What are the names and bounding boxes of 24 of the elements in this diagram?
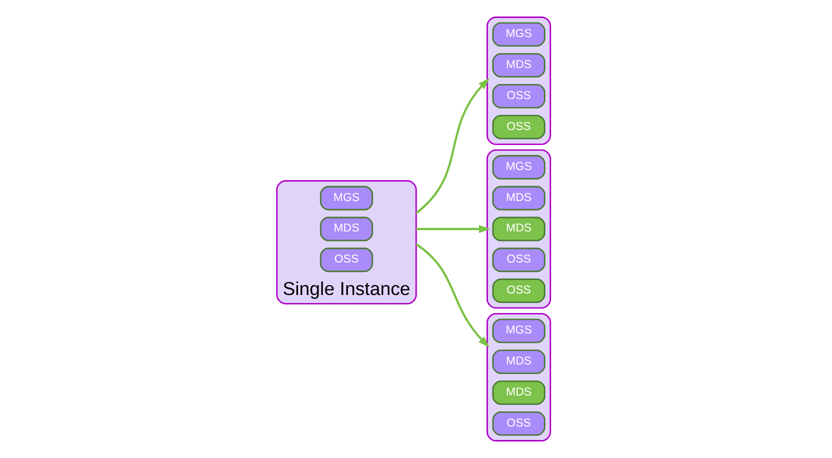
node-box: MGS (319, 186, 373, 210)
cluster (486, 149, 551, 309)
arrow (415, 243, 490, 348)
arrow (414, 78, 489, 214)
cluster (276, 180, 416, 304)
node-box: OSS (492, 248, 545, 272)
arrow (416, 224, 490, 234)
node-box: OSS (319, 248, 373, 272)
cluster (486, 313, 551, 442)
cluster (486, 16, 551, 145)
node-box: OSS (492, 411, 545, 436)
node-box: MDS (492, 350, 545, 374)
node-label: Single Instance (282, 278, 410, 299)
node-box: MGS (492, 155, 545, 180)
node-box: MGS (492, 318, 545, 344)
node-box: MDS (492, 216, 545, 242)
node-box: MGS (492, 22, 545, 47)
node-box: OSS (492, 114, 545, 140)
node-box: OSS (492, 278, 545, 303)
node-box: MDS (319, 216, 373, 242)
node-box: OSS (492, 84, 545, 108)
node-box: MDS (492, 53, 545, 78)
node-box: MDS (492, 380, 545, 405)
node-box: MDS (492, 186, 545, 210)
